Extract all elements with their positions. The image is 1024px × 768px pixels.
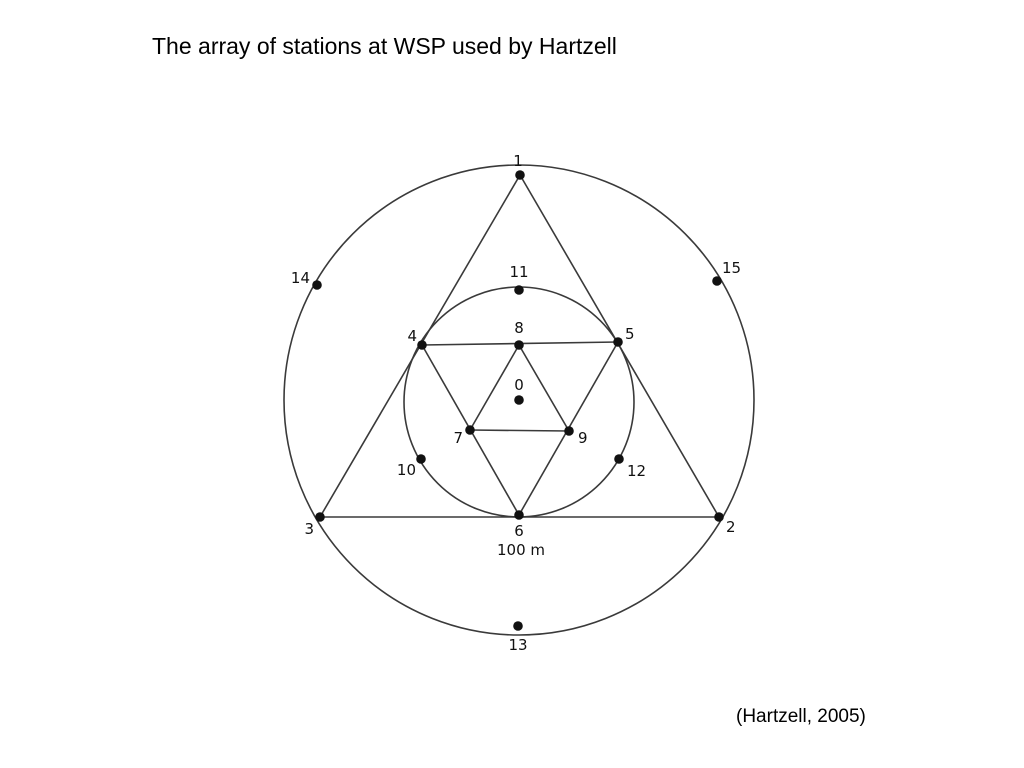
station-label-15: 15 xyxy=(722,259,741,277)
station-marker-15 xyxy=(712,276,722,286)
station-label-5: 5 xyxy=(625,325,635,343)
outer-ring xyxy=(283,164,755,636)
station-marker-7 xyxy=(465,425,475,435)
connection-line-7-9 xyxy=(469,429,570,432)
connection-line-9-8 xyxy=(518,344,570,432)
station-marker-3 xyxy=(315,512,325,522)
station-marker-6 xyxy=(514,510,524,520)
station-label-10: 10 xyxy=(397,461,416,479)
station-label-12: 12 xyxy=(627,462,646,480)
citation: (Hartzell, 2005) xyxy=(736,706,866,727)
station-marker-8 xyxy=(514,340,524,350)
station-marker-1 xyxy=(515,170,525,180)
station-label-6: 6 xyxy=(514,522,524,540)
station-label-2: 2 xyxy=(726,518,736,536)
station-marker-10 xyxy=(416,454,426,464)
station-marker-4 xyxy=(417,340,427,350)
station-marker-2 xyxy=(714,512,724,522)
station-label-3: 3 xyxy=(304,520,314,538)
station-marker-0 xyxy=(514,395,524,405)
station-label-0: 0 xyxy=(514,376,524,394)
station-label-7: 7 xyxy=(453,429,463,447)
station-label-8: 8 xyxy=(514,319,524,337)
connection-line-8-7 xyxy=(469,344,520,431)
slide-title: The array of stations at WSP used by Har… xyxy=(152,33,617,59)
station-label-9: 9 xyxy=(578,429,588,447)
station-label-14: 14 xyxy=(291,269,310,287)
station-marker-5 xyxy=(613,337,623,347)
scale-label: 100 m xyxy=(497,541,545,559)
station-marker-9 xyxy=(564,426,574,436)
station-label-4: 4 xyxy=(407,327,417,345)
station-marker-14 xyxy=(312,280,322,290)
station-label-11: 11 xyxy=(509,263,528,281)
station-label-13: 13 xyxy=(508,636,527,654)
station-marker-11 xyxy=(514,285,524,295)
station-label-1: 1 xyxy=(513,152,523,170)
station-marker-12 xyxy=(614,454,624,464)
station-marker-13 xyxy=(513,621,523,631)
